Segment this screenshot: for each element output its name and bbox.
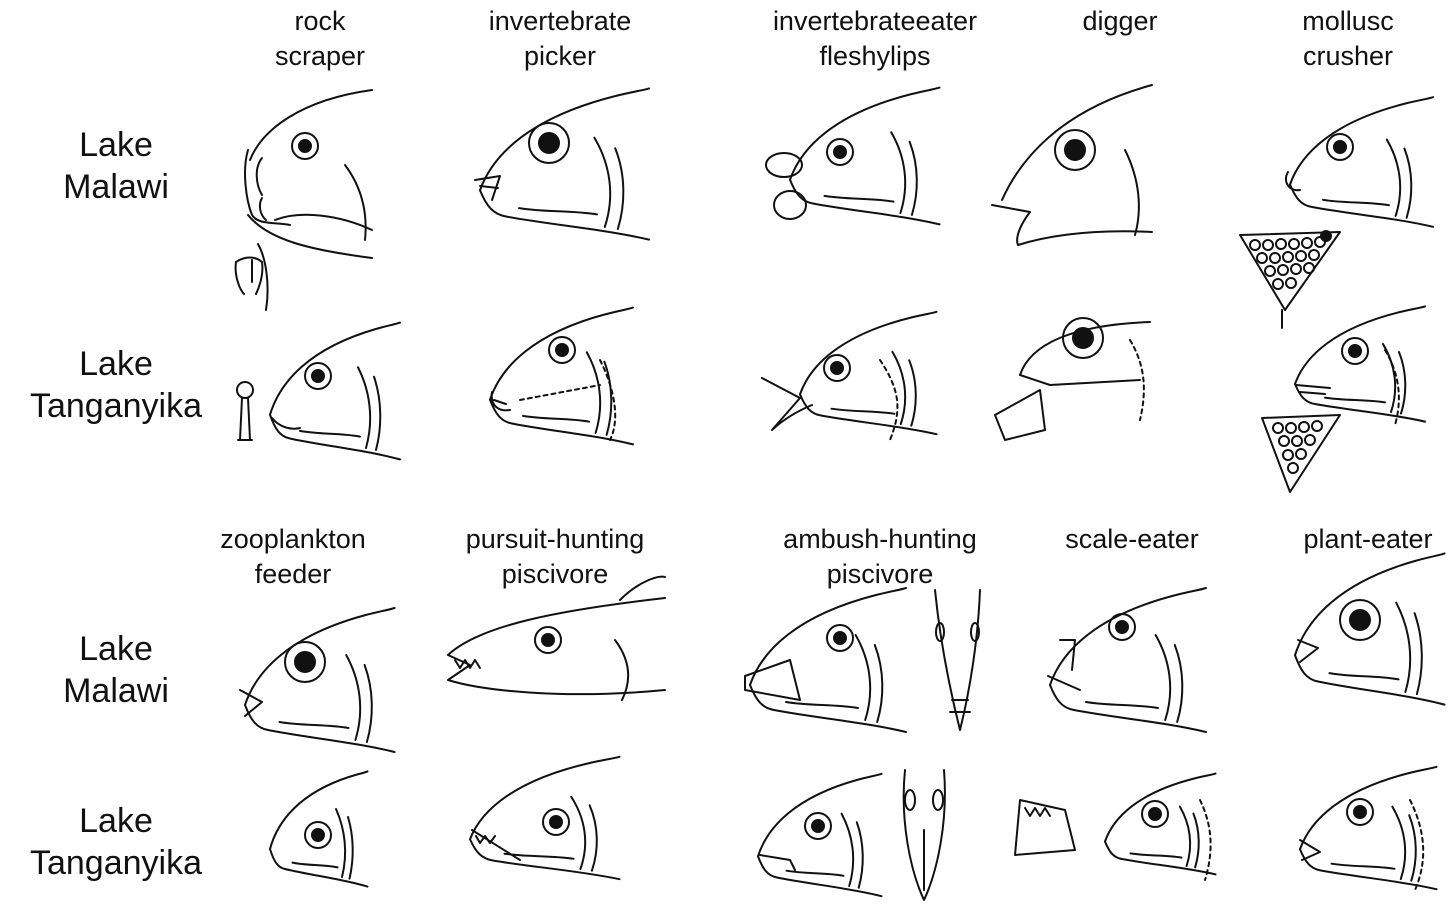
fish-malawi-pursuit-hunting-piscivore xyxy=(448,577,665,700)
pharyngeal-jaw-teeth xyxy=(1250,231,1331,289)
fish-tanganyika-digger xyxy=(995,318,1150,440)
fish-malawi-digger xyxy=(992,85,1152,245)
fish-tanganyika-zooplankton-feeder xyxy=(270,771,368,886)
fish-tanganyika-mollusc-crusher xyxy=(1262,306,1425,492)
fish-tanganyika-rock-scraper xyxy=(237,323,400,460)
fish-tanganyika-pursuit-hunting-piscivore xyxy=(470,757,620,879)
fish-tanganyika-plant-eater xyxy=(1300,767,1437,890)
fish-tanganyika-invertebrate-picker xyxy=(490,308,633,445)
fish-tanganyika-ambush-hunting-piscivore xyxy=(758,770,945,900)
fish-tanganyika-fleshylips xyxy=(762,312,937,440)
fish-malawi-plant-eater xyxy=(1295,553,1445,704)
fish-malawi-rock-scraper xyxy=(236,90,372,310)
fish-malawi-mollusc-crusher xyxy=(1240,97,1433,328)
fish-tanganyika-scale-eater xyxy=(1015,774,1216,880)
fish-malawi-ambush-hunting-piscivore xyxy=(745,588,980,732)
fish-malawi-invertebrate-picker xyxy=(475,88,649,239)
dorsal-view-head xyxy=(935,590,980,730)
fish-malawi-scale-eater xyxy=(1048,588,1206,732)
fish-malawi-fleshylips xyxy=(766,88,940,225)
fish-malawi-zooplankton-feeder xyxy=(240,608,395,752)
